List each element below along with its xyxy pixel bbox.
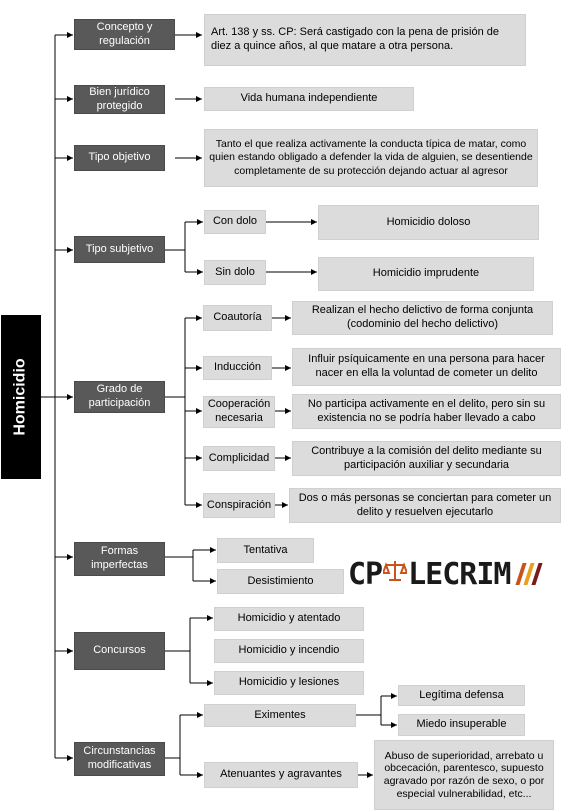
coautoria-label: Coautoría: [213, 311, 262, 324]
tipo-objetivo-node: Tipo objetivo: [74, 145, 165, 171]
formas-imperfectas-node: Formas imperfectas: [74, 542, 165, 576]
complicidad-desc: Contribuye a la comisión del delito medi…: [311, 444, 542, 471]
induccion-desc: Influir psíquicamente en una persona par…: [308, 353, 545, 379]
concurso-lesiones-box: Homicidio y lesiones: [214, 671, 364, 695]
bien-juridico-node: Bien jurídico protegido: [74, 85, 165, 114]
cooperacion-label: Cooperación necesaria: [207, 398, 271, 424]
formas-imperfectas-label: Formas imperfectas: [91, 545, 148, 571]
induccion-desc-box: Influir psíquicamente en una persona par…: [292, 348, 561, 386]
concurso-lesiones-label: Homicidio y lesiones: [238, 676, 340, 689]
logo-lecrim: LECRIM: [408, 556, 511, 592]
tipo-subjetivo-node: Tipo subjetivo: [74, 236, 165, 263]
cooperacion-desc: No participa activamente en el delito, p…: [307, 397, 546, 424]
coautoria-desc: Realizan el hecho delictivo de forma con…: [311, 304, 534, 330]
complicidad-desc-box: Contribuye a la comisión del delito medi…: [292, 441, 561, 476]
grado-participacion-node: Grado de participación: [74, 381, 165, 413]
tentativa-label: Tentativa: [243, 543, 288, 556]
eximentes-label: Eximentes: [254, 708, 306, 721]
coautoria-box: Coautoría: [203, 305, 272, 331]
root-node-homicidio: Homicidio: [1, 315, 41, 479]
miedo-insuperable-box: Miedo insuperable: [398, 714, 525, 736]
tipo-objetivo-label: Tipo objetivo: [88, 151, 151, 164]
sin-dolo-label: Sin dolo: [215, 265, 255, 278]
homicidio-doloso-label: Homicidio doloso: [386, 215, 471, 228]
concurso-incendio-label: Homicidio y incendio: [238, 644, 340, 657]
homicidio-imprudente-box: Homicidio imprudente: [318, 257, 534, 291]
concursos-node: Concursos: [74, 632, 165, 670]
cooperacion-desc-box: No participa activamente en el delito, p…: [292, 394, 561, 429]
grado-participacion-label: Grado de participación: [88, 383, 151, 409]
atenuantes-text-box: Abuso de superioridad, arrebato u obceca…: [374, 740, 554, 810]
desistimiento-box: Desistimiento: [217, 569, 344, 594]
scale-icon: [381, 558, 409, 591]
miedo-insuperable-label: Miedo insuperable: [416, 718, 507, 731]
bien-juridico-label: Bien jurídico protegido: [89, 85, 150, 112]
cp-lecrim-logo: CP LECRIM: [348, 554, 543, 594]
desistimiento-label: Desistimiento: [247, 574, 314, 587]
concurso-incendio-box: Homicidio y incendio: [214, 639, 364, 663]
concepto-label: Concepto y regulación: [96, 20, 153, 47]
bien-juridico-text: Vida humana independiente: [240, 92, 378, 105]
circunstancias-node: Circunstancias modificativas: [74, 742, 165, 776]
tipo-subjetivo-label: Tipo subjetivo: [85, 242, 154, 255]
tentativa-box: Tentativa: [217, 538, 314, 563]
conspiracion-box: Conspiración: [203, 493, 275, 518]
bien-juridico-text-box: Vida humana independiente: [204, 87, 414, 111]
sin-dolo-box: Sin dolo: [204, 260, 266, 285]
concepto-text-box: Art. 138 y ss. CP: Será castigado con la…: [204, 14, 526, 66]
homicidio-doloso-box: Homicidio doloso: [318, 205, 539, 240]
concurso-atentado-box: Homicidio y atentado: [214, 607, 364, 631]
circunstancias-label: Circunstancias modificativas: [83, 745, 156, 771]
concurso-atentado-label: Homicidio y atentado: [237, 612, 341, 625]
legitima-defensa-label: Legítima defensa: [419, 688, 504, 701]
concepto-text: Art. 138 y ss. CP: Será castigado con la…: [211, 26, 499, 52]
logo-stripes: [514, 563, 543, 585]
homicidio-imprudente-label: Homicidio imprudente: [372, 267, 480, 280]
root-label: Homicidio: [12, 358, 29, 436]
conspiracion-desc-box: Dos o más personas se conciertan para co…: [289, 488, 561, 523]
con-dolo-label: Con dolo: [212, 215, 258, 228]
eximentes-box: Eximentes: [204, 704, 356, 727]
atenuantes-agravantes-box: Atenuantes y agravantes: [204, 762, 358, 788]
legitima-defensa-box: Legítima defensa: [398, 685, 525, 706]
induccion-box: Inducción: [203, 356, 272, 380]
atenuantes-agravantes-label: Atenuantes y agravantes: [220, 768, 342, 781]
atenuantes-text: Abuso de superioridad, arrebato u obceca…: [383, 749, 545, 800]
coautoria-desc-box: Realizan el hecho delictivo de forma con…: [292, 301, 553, 335]
conspiracion-label: Conspiración: [206, 498, 272, 511]
logo-cp: CP: [348, 556, 383, 592]
complicidad-box: Complicidad: [203, 446, 275, 471]
concursos-label: Concursos: [93, 644, 146, 657]
induccion-label: Inducción: [213, 361, 262, 374]
cooperacion-box: Cooperación necesaria: [203, 396, 275, 428]
concepto-node: Concepto y regulación: [74, 19, 175, 50]
con-dolo-box: Con dolo: [204, 210, 266, 234]
tipo-objetivo-text: Tanto el que realiza activamente la cond…: [209, 138, 533, 177]
complicidad-label: Complicidad: [208, 451, 270, 464]
conspiracion-desc: Dos o más personas se conciertan para co…: [298, 491, 552, 518]
tipo-objetivo-text-box: Tanto el que realiza activamente la cond…: [204, 129, 538, 187]
